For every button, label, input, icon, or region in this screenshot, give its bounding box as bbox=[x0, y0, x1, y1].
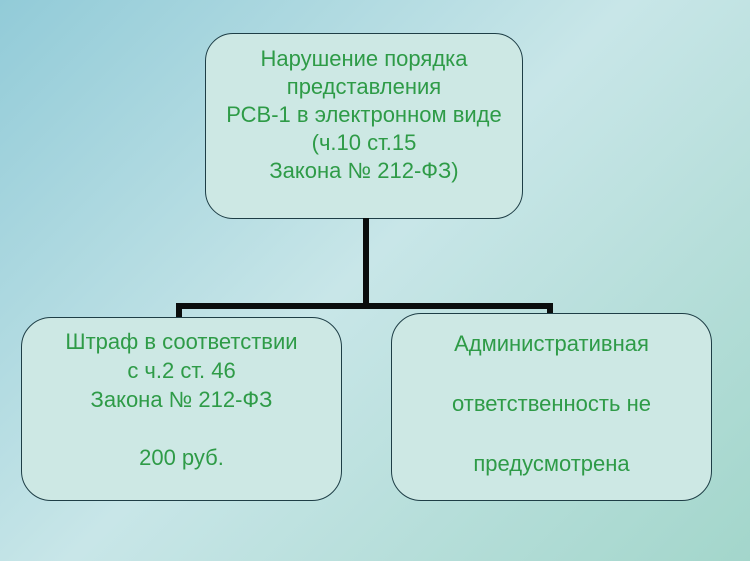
flowchart-node-admin-liability[interactable]: Административная ответственность не пред… bbox=[391, 313, 712, 501]
node-text-line: предусмотрена bbox=[473, 451, 630, 476]
connector-horizontal bbox=[176, 303, 553, 309]
node-text-line: Административная bbox=[454, 331, 649, 356]
node-text-line: ответственность не bbox=[452, 391, 651, 416]
node-text-line: (ч.10 ст.15 bbox=[311, 130, 417, 155]
connector-stub-left bbox=[176, 303, 182, 318]
node-text-line: РСВ-1 в электронном виде bbox=[226, 102, 502, 127]
node-text-line: Закона № 212-ФЗ bbox=[90, 386, 273, 412]
connector-vertical-main bbox=[363, 218, 369, 309]
node-text-line: 200 руб. bbox=[139, 444, 224, 470]
node-text-line: Штраф в соответствии bbox=[65, 328, 298, 354]
node-text-line: Нарушение порядка bbox=[260, 46, 468, 71]
node-text-line: Закона № 212-ФЗ) bbox=[269, 158, 459, 183]
flowchart-node-violation[interactable]: Нарушение порядка представления РСВ-1 в … bbox=[205, 33, 523, 219]
node-text-line-blank bbox=[22, 414, 341, 443]
flowchart-node-fine[interactable]: Штраф в соответствии с ч.2 ст. 46 Закона… bbox=[21, 317, 342, 501]
connector-stub-right bbox=[547, 303, 553, 314]
node-text-line: с ч.2 ст. 46 bbox=[127, 357, 236, 383]
node-text-line: представления bbox=[286, 74, 442, 99]
